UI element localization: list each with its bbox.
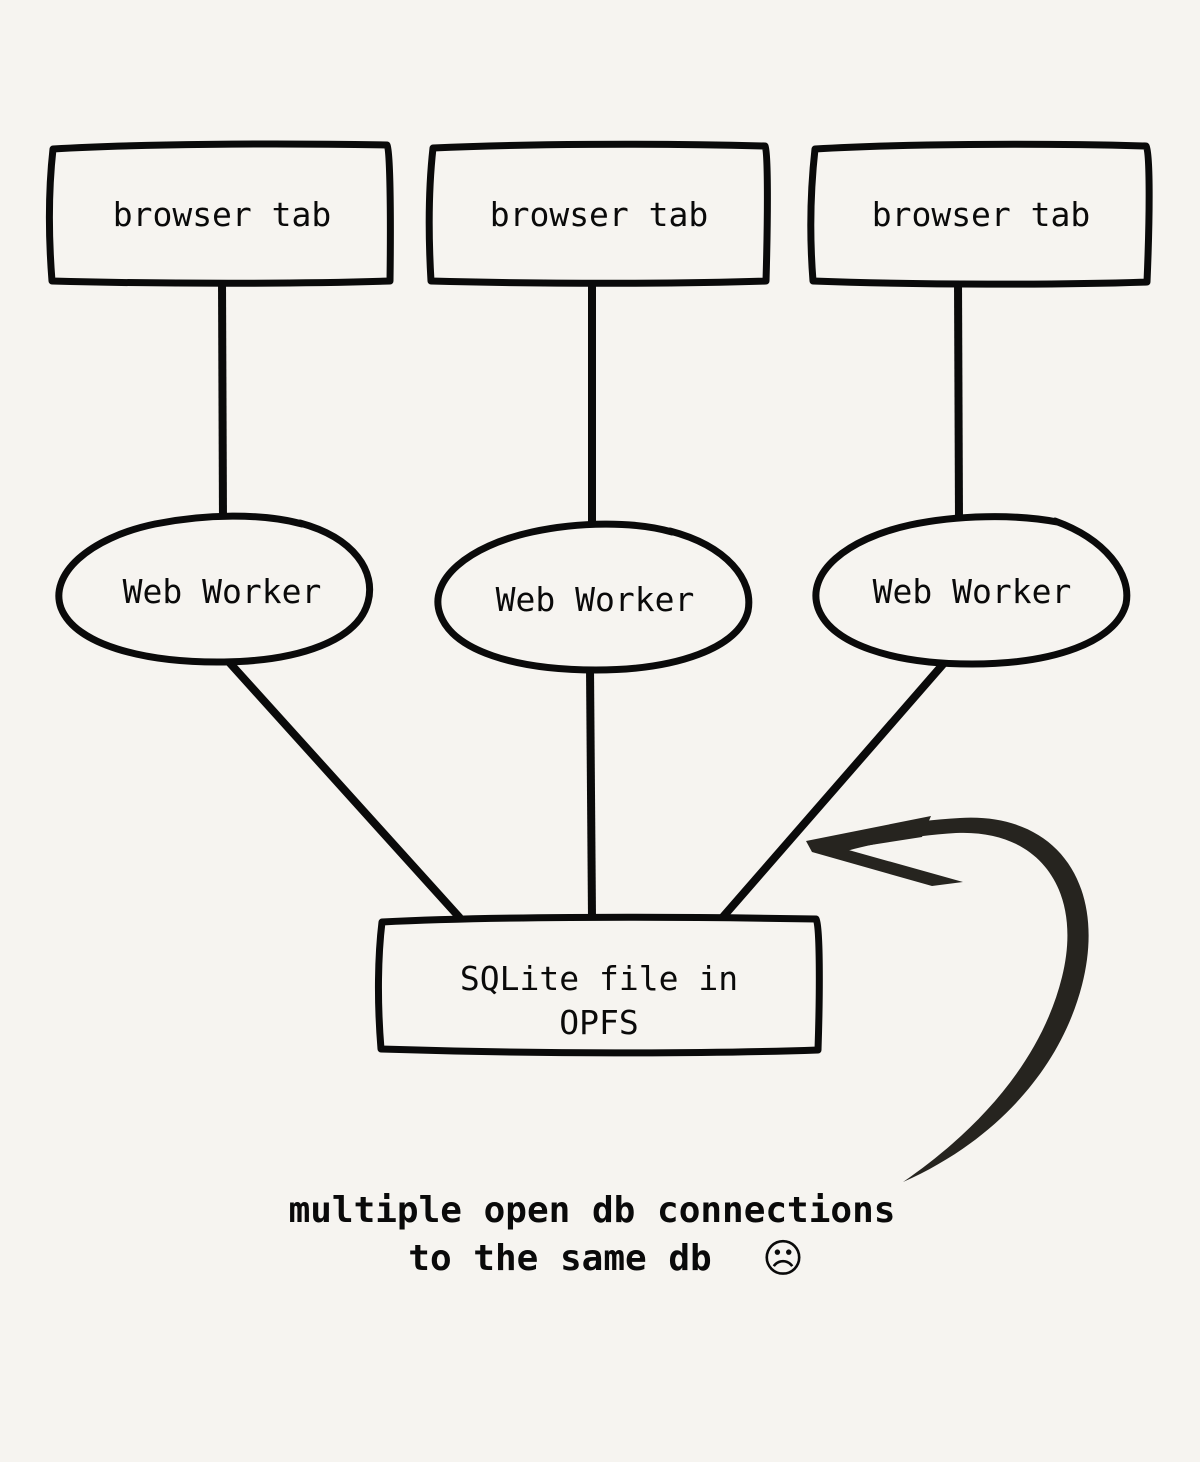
sqlite-opfs-store-fill [379, 916, 820, 1051]
browser-tab-2-outline [425, 140, 771, 287]
browser-tab-3[interactable]: browser tab [807, 140, 1153, 288]
connector-worker1-store [225, 658, 463, 921]
annotation-arrow-body [834, 817, 1089, 1182]
caption-line-1: multiple open db connections [289, 1190, 896, 1231]
web-worker-2-outline [434, 520, 753, 674]
sqlite-opfs-store-line1: SQLite file in [460, 959, 738, 998]
web-worker-2[interactable]: Web Worker [434, 520, 753, 674]
web-worker-3-outline [812, 513, 1131, 668]
sqlite-opfs-store-outline [374, 913, 823, 1057]
browser-tab-2-fill [430, 143, 768, 283]
web-worker-2-label: Web Worker [496, 580, 695, 619]
caption: multiple open db connections to the same… [289, 1190, 896, 1282]
connector-tab1-worker1 [218, 279, 227, 524]
frowning-face-icon: ☹ [762, 1236, 804, 1282]
connector-worker2-store [586, 667, 596, 919]
web-worker-1[interactable]: Web Worker [55, 512, 374, 666]
sqlite-opfs-store-line2: OPFS [559, 1003, 638, 1042]
browser-tab-1-outline [45, 140, 394, 287]
browser-tab-1-label: browser tab [113, 195, 332, 234]
web-worker-1-fill [57, 518, 373, 662]
browser-tab-3-fill [812, 143, 1149, 283]
sqlite-opfs-store[interactable]: SQLite file in OPFS [374, 913, 823, 1057]
browser-tab-2-label: browser tab [490, 195, 709, 234]
browser-tab-3-outline [807, 140, 1153, 288]
browser-tab-3-label: browser tab [872, 195, 1091, 234]
annotation-arrow [806, 816, 1089, 1182]
browser-tab-1[interactable]: browser tab [45, 140, 394, 287]
annotation-arrow-head [806, 816, 963, 886]
browser-tab-2[interactable]: browser tab [425, 140, 771, 287]
connector-worker3-store [718, 659, 949, 921]
web-worker-3[interactable]: Web Worker [812, 513, 1131, 668]
browser-tab-1-fill [50, 143, 391, 283]
connector-tab3-worker3 [954, 280, 963, 522]
web-worker-1-label: Web Worker [123, 572, 322, 611]
web-worker-1-outline [55, 512, 374, 666]
caption-line-2: to the same db [408, 1238, 711, 1279]
web-worker-3-label: Web Worker [873, 572, 1072, 611]
web-worker-3-fill [815, 518, 1129, 662]
web-worker-2-fill [438, 526, 752, 670]
